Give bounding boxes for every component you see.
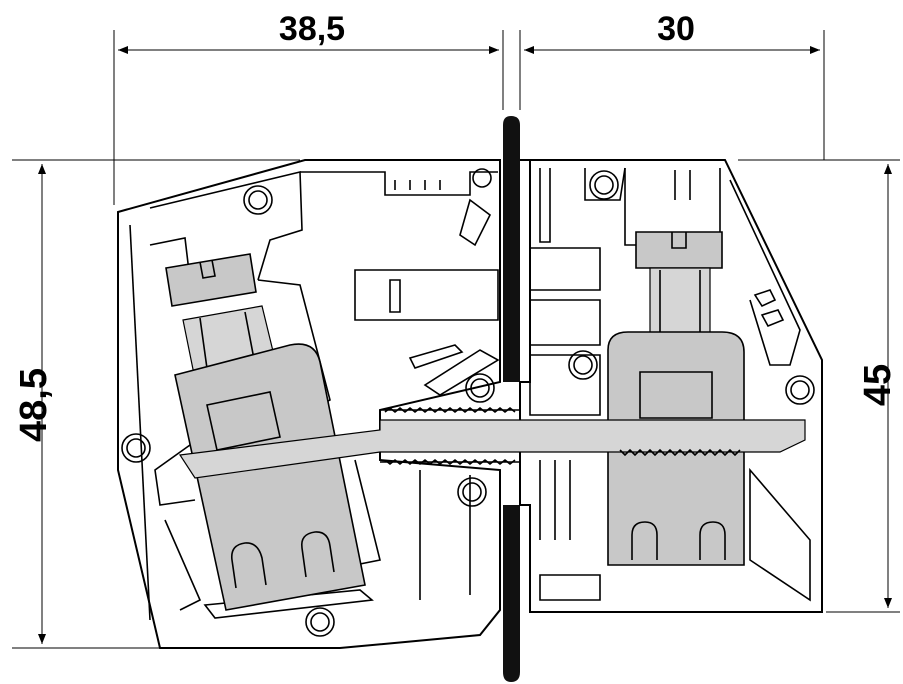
mounting-panel xyxy=(503,116,520,682)
dimension-left-height: 48,5 xyxy=(13,368,55,442)
dimension-lines xyxy=(12,30,900,649)
dimension-left-width: 38,5 xyxy=(279,10,345,48)
left-screw-clamp xyxy=(165,253,366,611)
dimension-right-width: 30 xyxy=(657,10,695,48)
dimension-right-height: 45 xyxy=(857,364,899,406)
jumper-bar xyxy=(178,406,806,479)
